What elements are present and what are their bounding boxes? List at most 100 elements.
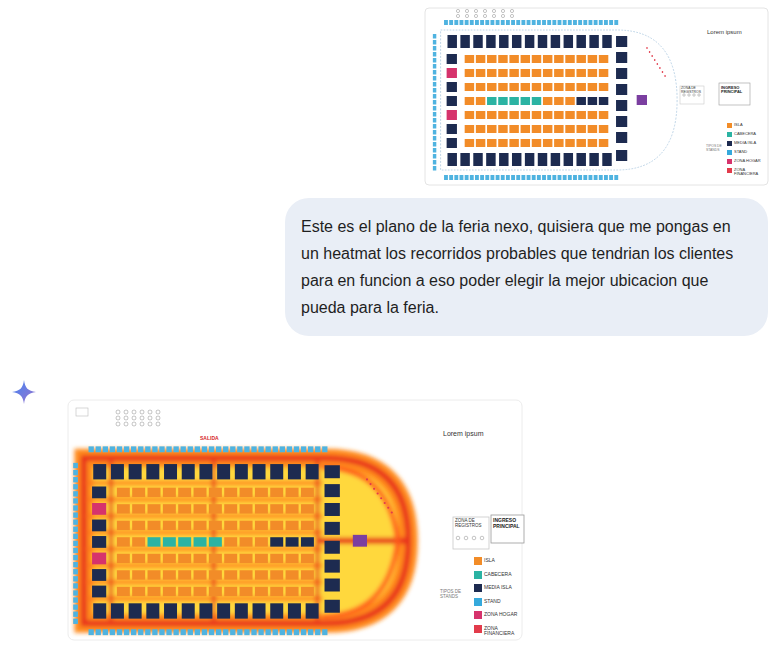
- stand-booth: [73, 619, 78, 624]
- island-booth: [498, 55, 507, 63]
- stand-booth: [103, 629, 108, 635]
- table-symbol: [148, 416, 152, 420]
- stand-booth: [315, 629, 320, 635]
- island-booth: [178, 521, 191, 530]
- island-booth: [599, 97, 608, 105]
- table-symbol: [465, 14, 468, 17]
- island-booth: [301, 587, 314, 596]
- island-booth: [576, 111, 585, 119]
- heat-path: [322, 468, 398, 617]
- half-island-booth: [325, 465, 340, 478]
- side-booth: [447, 54, 457, 64]
- stand-booth: [578, 20, 582, 25]
- stand-booth: [188, 446, 193, 452]
- island-booth: [194, 587, 207, 596]
- island-booth: [509, 139, 518, 147]
- island-booth: [163, 537, 176, 546]
- island-booth: [117, 537, 130, 546]
- half-island-booth: [93, 464, 106, 479]
- stand-booth: [89, 629, 94, 635]
- stand-booth: [73, 484, 78, 489]
- stand-booth: [89, 446, 94, 452]
- stand-booth: [433, 142, 436, 147]
- half-island-booth: [253, 464, 266, 479]
- stand-booth: [511, 20, 515, 25]
- half-island-booth: [325, 600, 340, 613]
- stand-booth: [470, 20, 474, 25]
- island-booth: [509, 111, 518, 119]
- island-booth: [209, 488, 222, 497]
- island-booth: [132, 521, 145, 530]
- island-booth: [255, 537, 268, 546]
- island-booth: [270, 504, 283, 513]
- stand-booth: [599, 175, 603, 180]
- half-island-booth: [447, 153, 456, 166]
- entrance-mark: [366, 478, 368, 480]
- island-booth: [194, 554, 207, 563]
- island-booth: [286, 587, 299, 596]
- island-booth: [532, 55, 541, 63]
- stand-booth: [131, 629, 136, 635]
- island-booth: [240, 587, 253, 596]
- stand-booth: [181, 446, 186, 452]
- half-island-booth: [306, 464, 319, 479]
- half-island-booth: [325, 484, 340, 497]
- table-symbol: [474, 14, 477, 17]
- island-booth: [576, 125, 585, 133]
- island-booth: [498, 139, 507, 147]
- stand-booth: [475, 175, 479, 180]
- stand-booth: [609, 20, 613, 25]
- map-label: INGRESO PRINCIPAL: [493, 518, 523, 529]
- stand-booth: [159, 629, 164, 635]
- stand-booth: [433, 52, 436, 57]
- stand-booth: [124, 446, 129, 452]
- stand-booth: [563, 20, 567, 25]
- stand-booth: [103, 446, 108, 452]
- table-symbol: [116, 416, 120, 420]
- half-island-booth: [538, 153, 547, 166]
- stand-booth: [568, 175, 572, 180]
- island-booth: [255, 570, 268, 579]
- stand-booth: [563, 175, 567, 180]
- stand-booth: [181, 629, 186, 635]
- half-island-booth: [564, 35, 573, 48]
- island-booth: [565, 69, 574, 77]
- stand-booth: [433, 40, 436, 45]
- island-booth: [178, 587, 191, 596]
- legend-swatch: [474, 584, 482, 592]
- island-booth: [521, 97, 530, 105]
- island-booth: [543, 111, 552, 119]
- half-island-booth: [616, 132, 627, 143]
- island-booth: [521, 83, 530, 91]
- stand-booth: [209, 446, 214, 452]
- table-symbol: [140, 410, 144, 414]
- stand-booth: [433, 106, 436, 111]
- map-label: Lorem ipsum: [443, 430, 503, 438]
- island-booth: [565, 111, 574, 119]
- island-booth: [532, 69, 541, 77]
- island-booth: [286, 554, 299, 563]
- legend-text: ISLA: [734, 123, 768, 127]
- side-booth: [447, 110, 457, 120]
- legend-swatch: [474, 571, 482, 579]
- floor-plan: [433, 20, 677, 180]
- island-booth: [599, 83, 608, 91]
- table-symbol: [492, 9, 495, 12]
- stand-booth: [73, 555, 78, 560]
- special-booth: [353, 535, 367, 547]
- half-island-booth: [499, 35, 508, 48]
- side-booth: [447, 96, 457, 106]
- stand-booth: [578, 175, 582, 180]
- island-booth: [599, 111, 608, 119]
- side-booth: [447, 82, 457, 92]
- table-symbol: [156, 410, 160, 414]
- island-booth: [588, 69, 597, 77]
- island-booth: [576, 69, 585, 77]
- entrance-box: [491, 515, 524, 543]
- island-booth: [255, 488, 268, 497]
- island-booth: [240, 488, 253, 497]
- half-island-booth: [616, 150, 627, 161]
- table-symbol: [501, 14, 504, 17]
- side-booth: [92, 503, 106, 515]
- half-island-booth: [235, 603, 248, 618]
